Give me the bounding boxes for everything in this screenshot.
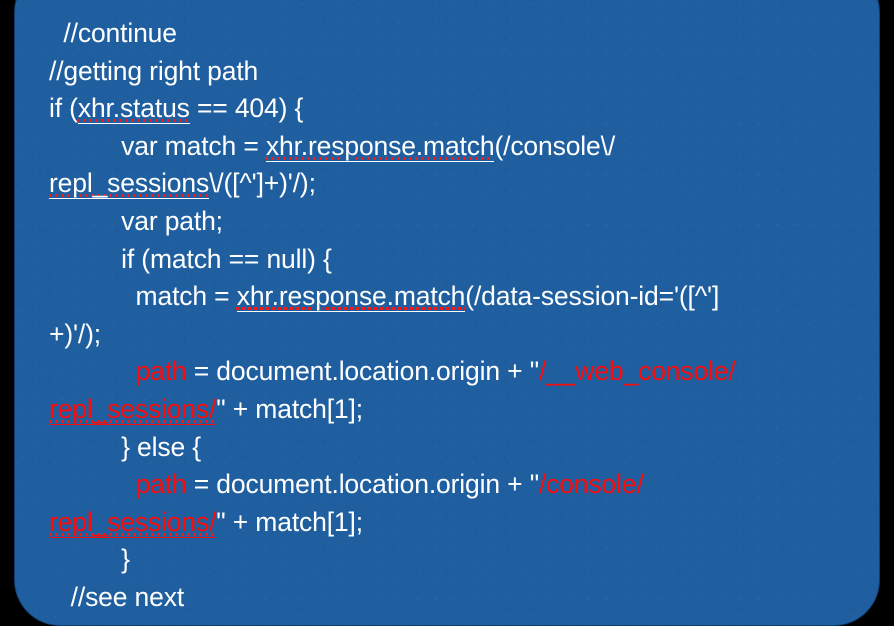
code-line: repl_sessions/" + match[1];: [49, 504, 869, 542]
code-line: var match = xhr.response.match(/console\…: [49, 128, 869, 166]
code-panel: //continue //getting right path if (xhr.st…: [14, 0, 880, 626]
code-line: repl_sessions/" + match[1];: [49, 391, 869, 429]
code-token-misspelled: xhr.status: [77, 93, 190, 125]
code-token: == 404) {: [189, 93, 304, 124]
code-block: //continue //getting right path if (xhr.st…: [49, 15, 869, 617]
code-line: }: [49, 541, 869, 579]
code-token: //see next: [49, 581, 185, 612]
code-token: " + match[1];: [216, 506, 363, 537]
code-token: //getting right path: [49, 55, 259, 86]
code-line: path = document.location.origin + "/__we…: [49, 353, 869, 391]
code-token: /__web_console/: [538, 356, 736, 387]
code-line: +)'/);: [49, 316, 869, 354]
code-token: /console/: [538, 469, 644, 500]
code-token: path: [135, 469, 187, 500]
code-token: = document.location.origin + ": [186, 469, 539, 500]
code-token: (/console\/: [494, 130, 616, 161]
code-token: " + match[1];: [216, 393, 363, 424]
code-token: [49, 356, 136, 386]
code-line: } else {: [49, 429, 869, 467]
code-token-misspelled: repl_sessions/: [49, 393, 217, 425]
code-line: repl_sessions\/([^']+)'/);: [49, 165, 869, 203]
code-token: +)'/);: [49, 318, 102, 349]
screenshot-root: //continue //getting right path if (xhr.st…: [14, 0, 880, 626]
code-token-misspelled: xhr.response.match: [265, 130, 495, 162]
code-token: var path;: [49, 205, 223, 236]
code-token: \/([^']+)'/);: [209, 168, 316, 199]
code-line: //see next: [49, 579, 869, 617]
code-line: if (xhr.status == 404) {: [49, 90, 869, 128]
code-token-misspelled: repl_sessions/: [49, 506, 217, 538]
code-line: var path;: [49, 203, 869, 241]
code-token: var match =: [49, 130, 266, 161]
code-token: }: [49, 544, 130, 575]
code-line: //getting right path: [49, 53, 869, 91]
code-token: = document.location.origin + ": [186, 356, 539, 387]
code-token: match =: [49, 281, 237, 312]
code-token-misspelled: repl_sessions: [49, 168, 210, 200]
code-token: (/data-session-id='([^']: [465, 281, 720, 312]
code-token: [49, 469, 136, 499]
code-line: match = xhr.response.match(/data-session…: [49, 278, 869, 316]
code-line: path = document.location.origin + "/cons…: [49, 466, 869, 504]
code-token: //continue: [49, 18, 177, 48]
code-token: } else {: [49, 431, 201, 462]
code-line: if (match == null) {: [49, 241, 869, 279]
code-token-misspelled: xhr.response.match: [236, 281, 466, 313]
code-token: path: [135, 356, 187, 387]
code-line: //continue: [49, 15, 869, 53]
code-token: if (match == null) {: [49, 243, 332, 274]
code-token: if (: [49, 93, 78, 124]
